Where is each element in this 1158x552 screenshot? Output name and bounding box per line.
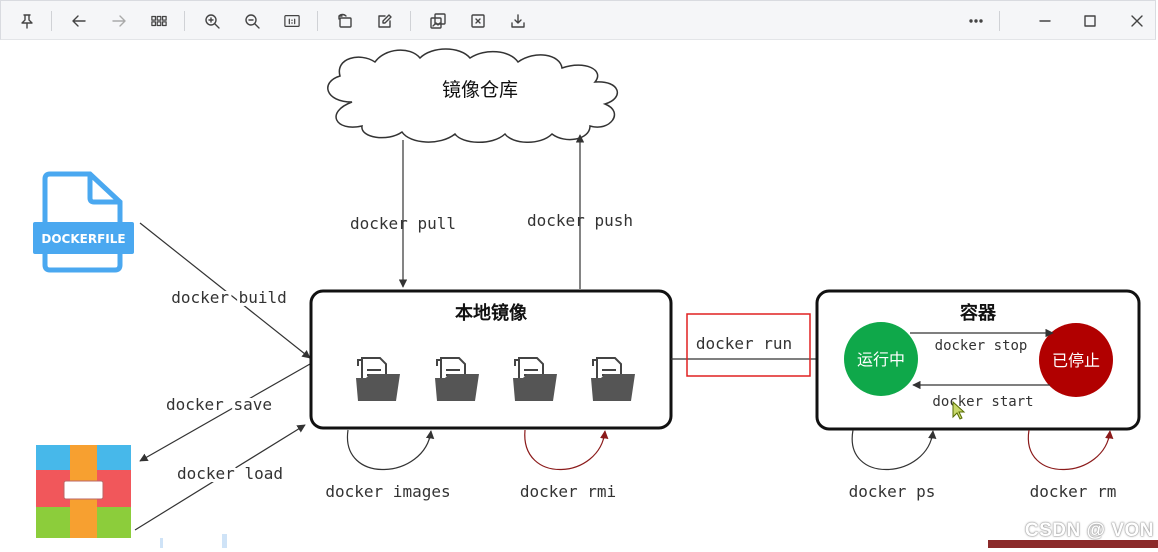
more-icon[interactable]: [964, 9, 988, 33]
docker-rm-label: docker rm: [1030, 482, 1117, 501]
csdn-watermark: CSDN @ VON: [1024, 520, 1154, 541]
containers-box: [815, 289, 1141, 431]
save-icon[interactable]: [506, 9, 530, 33]
containers-label: 容器: [960, 302, 997, 324]
running-label: 运行中: [857, 350, 905, 369]
local-images-label: 本地镜像: [455, 302, 528, 324]
back-icon[interactable]: [67, 9, 91, 33]
registry-label: 镜像仓库: [442, 79, 518, 101]
rm-loop-arrow: [1027, 429, 1114, 471]
edit-icon[interactable]: [373, 9, 397, 33]
viewer-toolbar: [0, 0, 1156, 40]
image-canvas: 镜像仓库 docker pull docker push DOCKERFILE …: [0, 40, 1158, 548]
docker-images-label: docker images: [325, 482, 450, 501]
stopped-state: [1039, 323, 1113, 397]
close-icon[interactable]: [1125, 9, 1149, 33]
zoom-out-icon[interactable]: [240, 9, 264, 33]
image-folder-icon: [435, 357, 479, 401]
docker-ps-label: docker ps: [849, 482, 936, 501]
running-state: [844, 322, 918, 396]
zoom-in-icon[interactable]: [200, 9, 224, 33]
minimize-icon[interactable]: [1033, 9, 1057, 33]
image-folder-icon: [513, 357, 557, 401]
crop-icon[interactable]: [466, 9, 490, 33]
build-arrow: [139, 222, 311, 359]
stopped-label: 已停止: [1052, 351, 1100, 370]
bottom-band: [988, 540, 1158, 548]
docker-stop-label: docker stop: [935, 338, 1028, 354]
dockerfile-icon: DOCKERFILE: [33, 171, 134, 273]
maximize-icon[interactable]: [1078, 9, 1102, 33]
docker-run-label: docker run: [696, 334, 792, 353]
forward-icon[interactable]: [107, 9, 131, 33]
docker-save-label: docker save: [166, 395, 272, 414]
image-folder-icon: [591, 357, 635, 401]
registry-cloud: [327, 48, 619, 143]
archive-icon: [36, 445, 131, 538]
docker-workflow-diagram: 镜像仓库 docker pull docker push DOCKERFILE …: [33, 48, 1141, 548]
image-folder-icon: [356, 357, 400, 401]
actual-size-icon[interactable]: [280, 9, 304, 33]
rmi-loop-arrow: [524, 429, 609, 471]
docker-pull-label: docker pull: [350, 214, 456, 233]
pin-icon[interactable]: [15, 9, 39, 33]
load-arrow: [134, 424, 306, 531]
docker-push-label: docker push: [527, 211, 633, 230]
docker-build-label: docker build: [171, 288, 287, 307]
docker-load-label: docker load: [177, 464, 283, 483]
copy-icon[interactable]: [426, 9, 450, 33]
grid-icon[interactable]: [147, 9, 171, 33]
run-highlight-box: [686, 313, 811, 377]
docker-start-label: docker start: [932, 394, 1033, 410]
images-loop-arrow: [347, 429, 435, 471]
rotate-icon[interactable]: [333, 9, 357, 33]
dockerfile-label: DOCKERFILE: [41, 232, 125, 246]
save-arrow: [139, 363, 311, 462]
docker-rmi-label: docker rmi: [520, 482, 616, 501]
mouse-cursor-icon: [952, 400, 966, 420]
ps-loop-arrow: [851, 429, 937, 471]
